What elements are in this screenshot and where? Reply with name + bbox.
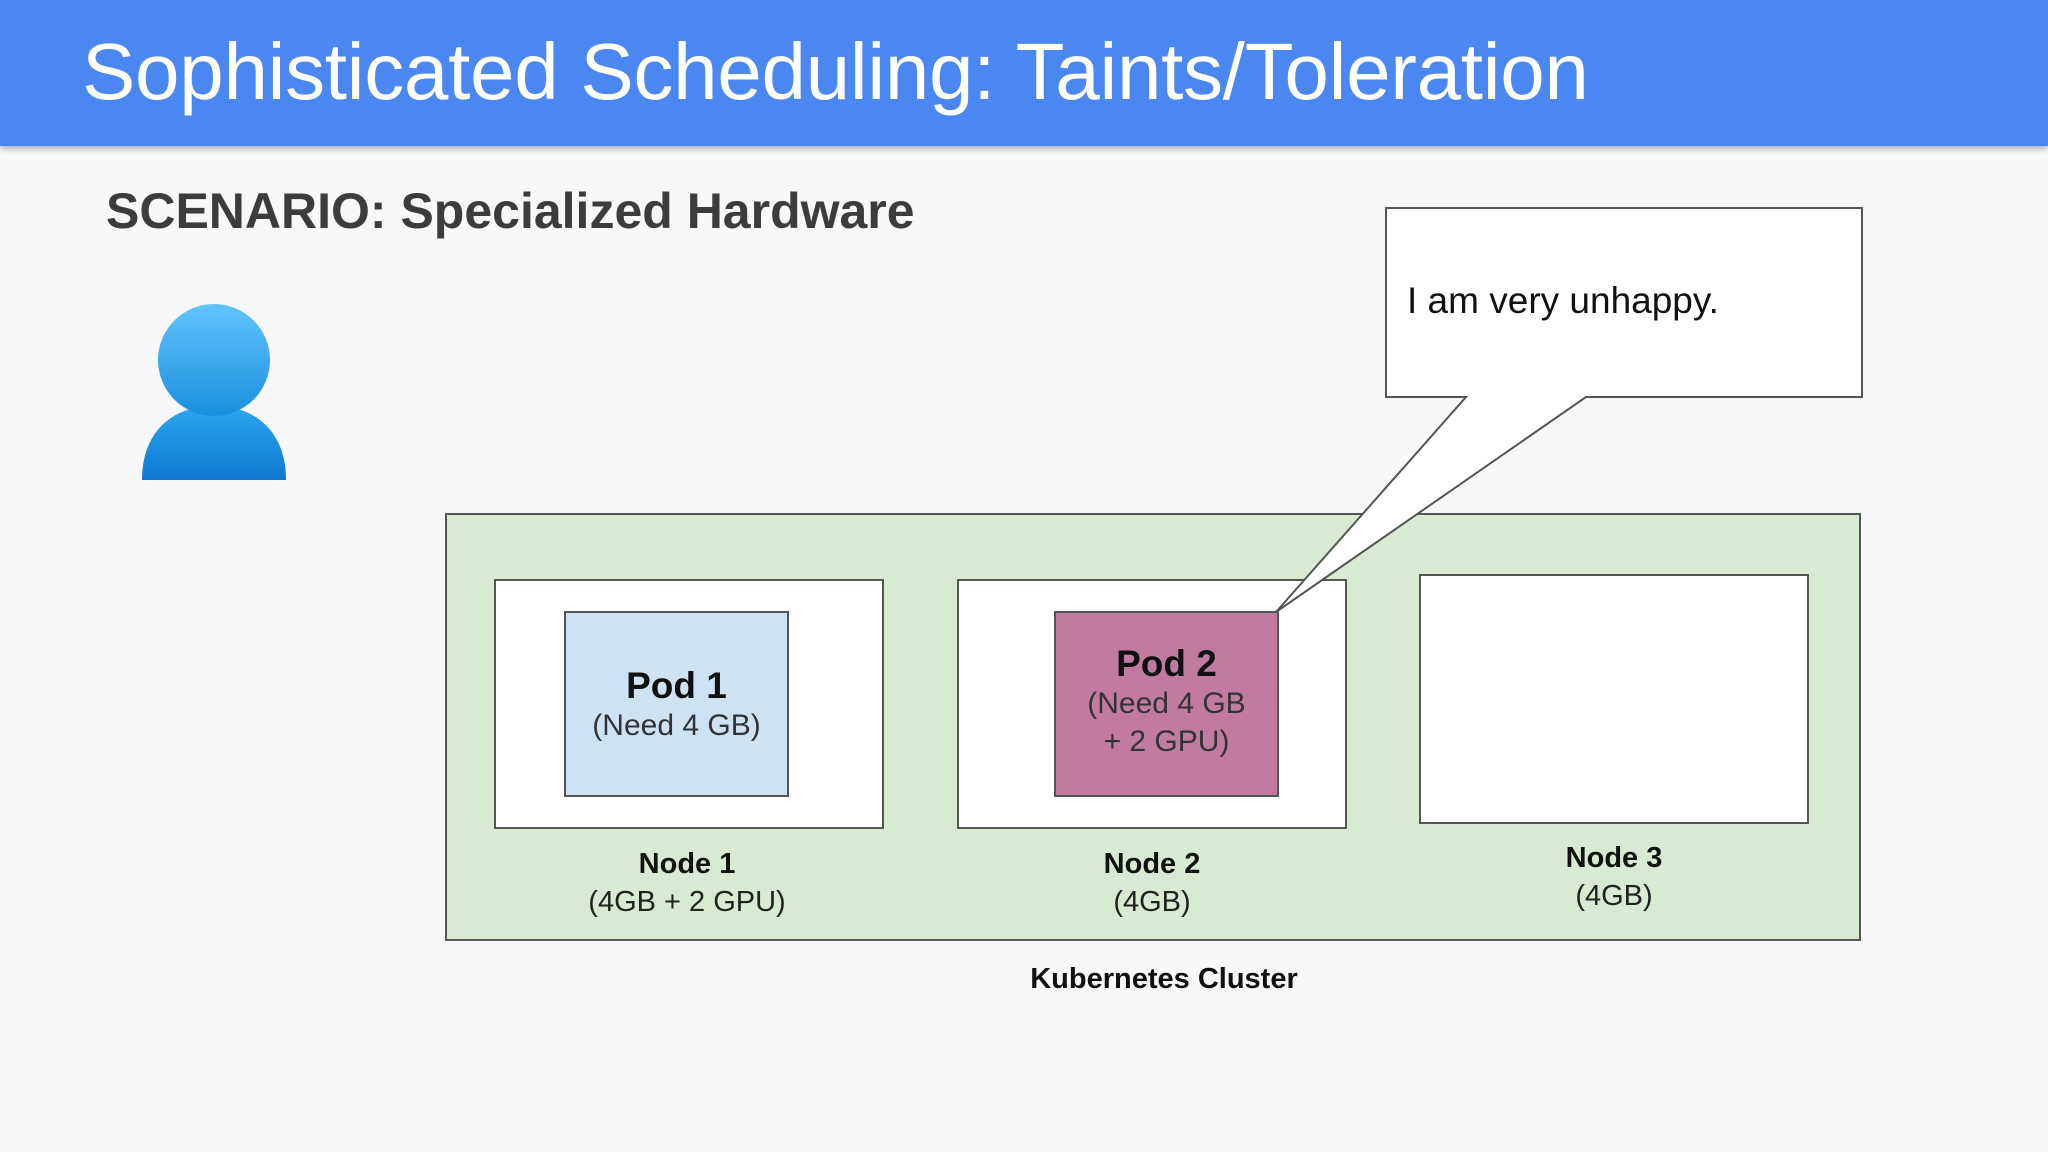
pod-2-requirement-line2: + 2 GPU) — [1103, 725, 1230, 758]
node-3-name: Node 3 — [1565, 842, 1663, 874]
slide-title: Sophisticated Scheduling: Taints/Tolerat… — [82, 27, 1589, 116]
node-1-label: Node 1 (4GB + 2 GPU) — [537, 845, 837, 921]
pod-2-title: Pod 2 — [1116, 643, 1217, 684]
node-3-label: Node 3 (4GB) — [1464, 839, 1764, 915]
scenario-heading: SCENARIO: Specialized Hardware — [106, 183, 915, 239]
person-icon — [142, 304, 286, 480]
pod-1: Pod 1 (Need 4 GB) — [564, 611, 789, 797]
title-bar: Sophisticated Scheduling: Taints/Tolerat… — [0, 0, 2048, 146]
node-2-box: Pod 2 (Need 4 GB + 2 GPU) — [957, 579, 1347, 829]
node-3-box — [1419, 574, 1809, 824]
node-2-label: Node 2 (4GB) — [1002, 845, 1302, 921]
pod-1-title: Pod 1 — [626, 665, 727, 706]
node-1-box: Pod 1 (Need 4 GB) — [494, 579, 884, 829]
cluster-label: Kubernetes Cluster — [1030, 963, 1298, 995]
node-1-spec: (4GB + 2 GPU) — [588, 886, 786, 918]
pod-2: Pod 2 (Need 4 GB + 2 GPU) — [1054, 611, 1279, 797]
node-2-spec: (4GB) — [1113, 886, 1191, 918]
node-2-name: Node 2 — [1103, 848, 1201, 880]
pod-2-requirement-line1: (Need 4 GB — [1087, 687, 1246, 720]
pod-1-requirement: (Need 4 GB) — [592, 709, 761, 742]
node-1-name: Node 1 — [638, 848, 736, 880]
kubernetes-cluster: Pod 1 (Need 4 GB) Node 1 (4GB + 2 GPU) P… — [445, 513, 1861, 941]
node-3-spec: (4GB) — [1575, 880, 1653, 912]
speech-bubble-text: I am very unhappy. — [1407, 280, 1719, 321]
